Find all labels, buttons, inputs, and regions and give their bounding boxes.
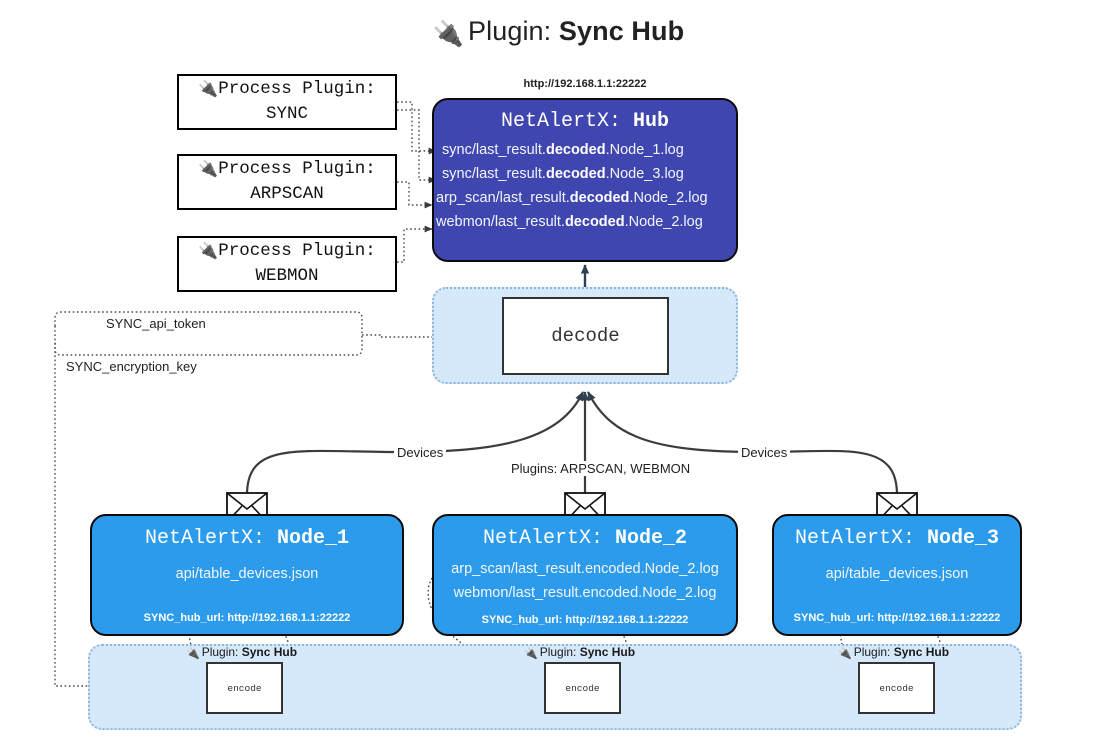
node-node-3-line-1-text: api/table_devices.json <box>825 566 969 582</box>
encode-box-node-3-label: encode <box>879 682 914 694</box>
node-node-1-title-name: Node_1 <box>277 527 350 550</box>
node-to-decode-edges <box>245 391 899 496</box>
devices-label-right: Devices <box>738 445 791 460</box>
hub-log-2-post: .Node_3.log <box>605 165 684 182</box>
hub-log-1-pre: sync/last_result. <box>442 142 546 158</box>
node-node-2-title-name: Node_2 <box>615 527 688 550</box>
plug-icon: 🔌 <box>186 648 200 660</box>
node-node-2-line-2-text: webmon/last_result.encoded.Node_2.log <box>453 584 717 601</box>
hub-log-1: sync/last_result.decoded.Node_1.log <box>442 139 708 163</box>
encoder-tag-node-2: 🔌Plugin: Sync Hub <box>524 645 635 660</box>
encoder-tag-node-1-prefix: Plugin: <box>201 645 239 659</box>
hub-log-2: sync/last_result.decoded.Node_3.log <box>442 163 708 187</box>
node-node-2-line-2: webmon/last_result.encoded.Node_2.log <box>454 582 717 606</box>
encoder-tag-node-3-name: Sync Hub <box>893 645 950 659</box>
hub-log-3-bold: decoded <box>569 189 630 206</box>
node-node-3[interactable]: NetAlertX: Node_3 api/table_devices.json… <box>772 514 1022 636</box>
hub-log-4-pre: webmon/last_result. <box>436 213 565 230</box>
plug-icon: 🔌 <box>198 158 219 178</box>
hub-log-3-post: .Node_2.log <box>629 189 708 206</box>
hub-log-3-pre: arp_scan/last_result. <box>436 189 570 206</box>
decode-box[interactable]: decode <box>502 297 669 375</box>
process-plugin-sync-name: SYNC <box>265 104 308 124</box>
node-node-3-footer: SYNC_hub_url: http://192.168.1.1:22222 <box>793 612 1001 624</box>
process-plugin-sync-prefix: Process Plugin: <box>218 78 376 99</box>
page-title: 🔌Plugin: Sync Hub <box>0 16 1117 49</box>
plug-icon: 🔌 <box>524 648 538 660</box>
hub-url-label: http://192.168.1.1:22222 <box>523 78 647 90</box>
decode-label: decode <box>551 325 620 347</box>
hub-log-1-bold: decoded <box>545 142 606 158</box>
node-node-2-title-prefix: NetAlertX: <box>482 527 603 550</box>
hub-log-1-post: .Node_1.log <box>605 142 684 158</box>
hub-log-4-post: .Node_2.log <box>624 213 703 230</box>
plug-icon: 🔌 <box>838 648 852 660</box>
node-node-3-title-name: Node_3 <box>927 527 1000 550</box>
encode-box-node-3[interactable]: encode <box>858 662 935 714</box>
process-plugin-webmon-prefix: Process Plugin: <box>218 240 376 261</box>
plug-icon: 🔌 <box>198 78 219 98</box>
node-node-2-footer: SYNC_hub_url: http://192.168.1.1:22222 <box>481 614 689 626</box>
plug-icon: 🔌 <box>198 240 219 260</box>
process-plugin-webmon[interactable]: 🔌Process Plugin: WEBMON <box>177 236 397 292</box>
hub-log-4: webmon/last_result.decoded.Node_2.log <box>436 211 708 235</box>
plugins-label-center: Plugins: ARPSCAN, WEBMON <box>508 461 694 476</box>
node-node-3-title-prefix: NetAlertX: <box>794 527 915 550</box>
process-plugin-sync[interactable]: 🔌Process Plugin: SYNC <box>177 74 397 130</box>
hub-log-2-pre: sync/last_result. <box>442 165 546 182</box>
node-node-1-footer: SYNC_hub_url: http://192.168.1.1:22222 <box>143 612 351 624</box>
node-node-3-title: NetAlertX: Node_3 <box>795 527 999 550</box>
process-plugin-arpscan[interactable]: 🔌Process Plugin: ARPSCAN <box>177 154 397 210</box>
process-plugin-webmon-line1: 🔌Process Plugin: <box>198 239 375 264</box>
node-hub-title-prefix: NetAlertX: <box>500 110 621 133</box>
node-hub-title: NetAlertX: Hub <box>501 110 669 133</box>
secret-label-encryption-key: SYNC_encryption_key <box>63 359 200 374</box>
page-title-prefix: Plugin: <box>468 16 552 46</box>
node-node-2-title: NetAlertX: Node_2 <box>483 527 687 550</box>
node-node-2-line-1: arp_scan/last_result.encoded.Node_2.log <box>451 558 719 582</box>
node-hub[interactable]: NetAlertX: Hub sync/last_result.decoded.… <box>432 98 738 262</box>
node-node-3-line-1: api/table_devices.json <box>826 563 969 587</box>
devices-label-left: Devices <box>394 445 447 460</box>
process-plugin-webmon-name: WEBMON <box>255 266 319 286</box>
encode-box-node-1[interactable]: encode <box>206 662 283 714</box>
hub-log-2-bold: decoded <box>545 165 606 182</box>
page-title-name: Sync Hub <box>558 16 685 46</box>
process-plugin-arpscan-prefix: Process Plugin: <box>218 158 376 179</box>
plug-icon: 🔌 <box>432 20 465 48</box>
node-node-1[interactable]: NetAlertX: Node_1 api/table_devices.json… <box>90 514 404 636</box>
encode-box-node-1-label: encode <box>227 682 262 694</box>
node-node-1-line-1: api/table_devices.json <box>176 563 319 587</box>
node-node-2-line-1-text: arp_scan/last_result.encoded.Node_2.log <box>451 561 719 577</box>
secret-label-api-token: SYNC_api_token <box>103 316 209 331</box>
node-node-1-title: NetAlertX: Node_1 <box>145 527 349 550</box>
node-hub-title-name: Hub <box>633 110 670 133</box>
process-plugin-arpscan-name: ARPSCAN <box>250 184 324 204</box>
encoder-tag-node-2-prefix: Plugin: <box>539 645 577 659</box>
encoder-tag-node-1: 🔌Plugin: Sync Hub <box>186 645 297 660</box>
node-node-1-line-1-text: api/table_devices.json <box>175 566 319 582</box>
node-node-1-title-prefix: NetAlertX: <box>144 527 265 550</box>
node-node-2[interactable]: NetAlertX: Node_2 arp_scan/last_result.e… <box>432 514 738 636</box>
process-plugin-sync-line1: 🔌Process Plugin: <box>198 77 375 102</box>
encoder-tag-node-2-name: Sync Hub <box>579 645 636 659</box>
encode-box-node-2-label: encode <box>565 682 600 694</box>
process-plugin-edges <box>397 101 437 263</box>
encoder-tag-node-3-prefix: Plugin: <box>853 645 891 659</box>
encoder-tag-node-1-name: Sync Hub <box>241 645 298 659</box>
hub-log-3: arp_scan/last_result.decoded.Node_2.log <box>436 187 708 211</box>
hub-log-4-bold: decoded <box>564 213 625 230</box>
encode-box-node-2[interactable]: encode <box>544 662 621 714</box>
process-plugin-arpscan-line1: 🔌Process Plugin: <box>198 157 375 182</box>
encoder-tag-node-3: 🔌Plugin: Sync Hub <box>838 645 949 660</box>
